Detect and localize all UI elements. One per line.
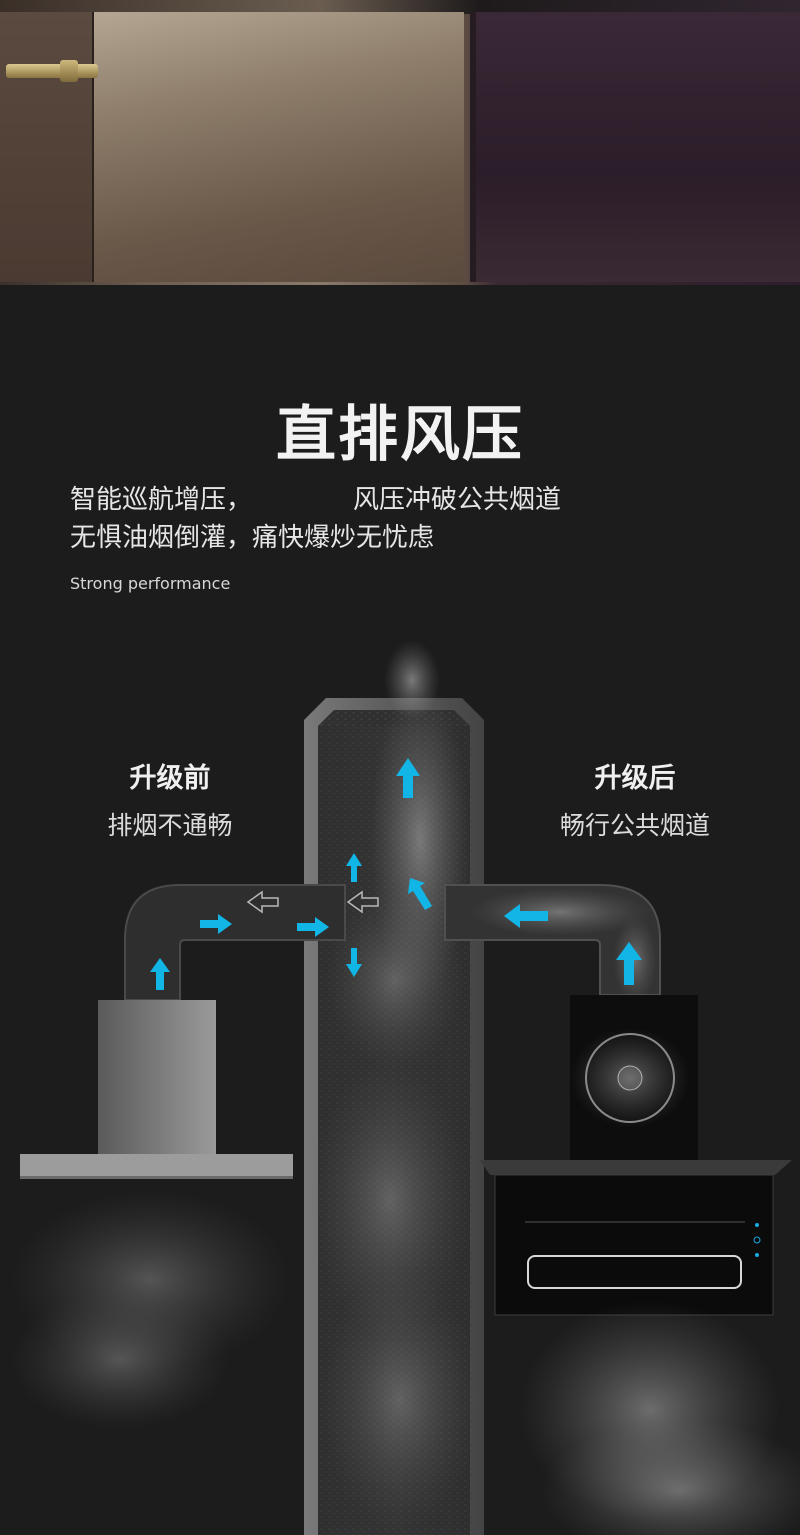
arrow-up-flue-icon xyxy=(396,758,420,798)
arrow-up-small-icon xyxy=(346,853,362,882)
arrow-left-outline-2-icon xyxy=(346,890,379,914)
arrow-up-left-hood-icon xyxy=(150,958,170,990)
old-range-hood xyxy=(20,1000,293,1179)
after-heading: 升级后 xyxy=(594,763,676,794)
arrow-down-small-icon xyxy=(346,948,362,977)
kitchen-cabinet-photo xyxy=(0,0,800,285)
left-duct xyxy=(124,884,346,1001)
after-caption: 畅行公共烟道 xyxy=(559,811,710,840)
new-range-hood xyxy=(480,995,792,1316)
airflow-arrows xyxy=(150,758,642,990)
cabinet-door-middle xyxy=(94,12,464,282)
arrow-diagonal-icon xyxy=(408,878,432,910)
arrow-up-right-hood-icon xyxy=(616,942,642,985)
cabinet-top-strip xyxy=(0,0,800,14)
arrow-left-right-duct-icon xyxy=(504,904,548,928)
description-line2: 无惧油烟倒灌，痛快爆炒无忧虑 xyxy=(70,523,435,553)
before-caption: 排烟不通畅 xyxy=(107,811,233,840)
before-heading: 升级前 xyxy=(129,763,211,794)
blocked-arrows xyxy=(246,890,379,914)
cabinet-handle xyxy=(6,64,98,78)
cabinet-door-left xyxy=(0,12,94,282)
arrow-right-2-icon xyxy=(297,917,329,937)
cabinet-handle-knob xyxy=(60,60,78,82)
subtitle-english: Strong performance xyxy=(70,574,231,593)
cabinet-door-right xyxy=(470,12,800,282)
arrow-left-outline-1-icon xyxy=(246,890,279,914)
airflow-illustration xyxy=(10,640,800,1535)
arrow-right-1-icon xyxy=(200,914,232,934)
description-line1-right: 风压冲破公共烟道 xyxy=(353,485,562,515)
description-line1-left: 智能巡航增压， xyxy=(70,485,253,515)
page-title: 直排风压 xyxy=(276,400,524,470)
